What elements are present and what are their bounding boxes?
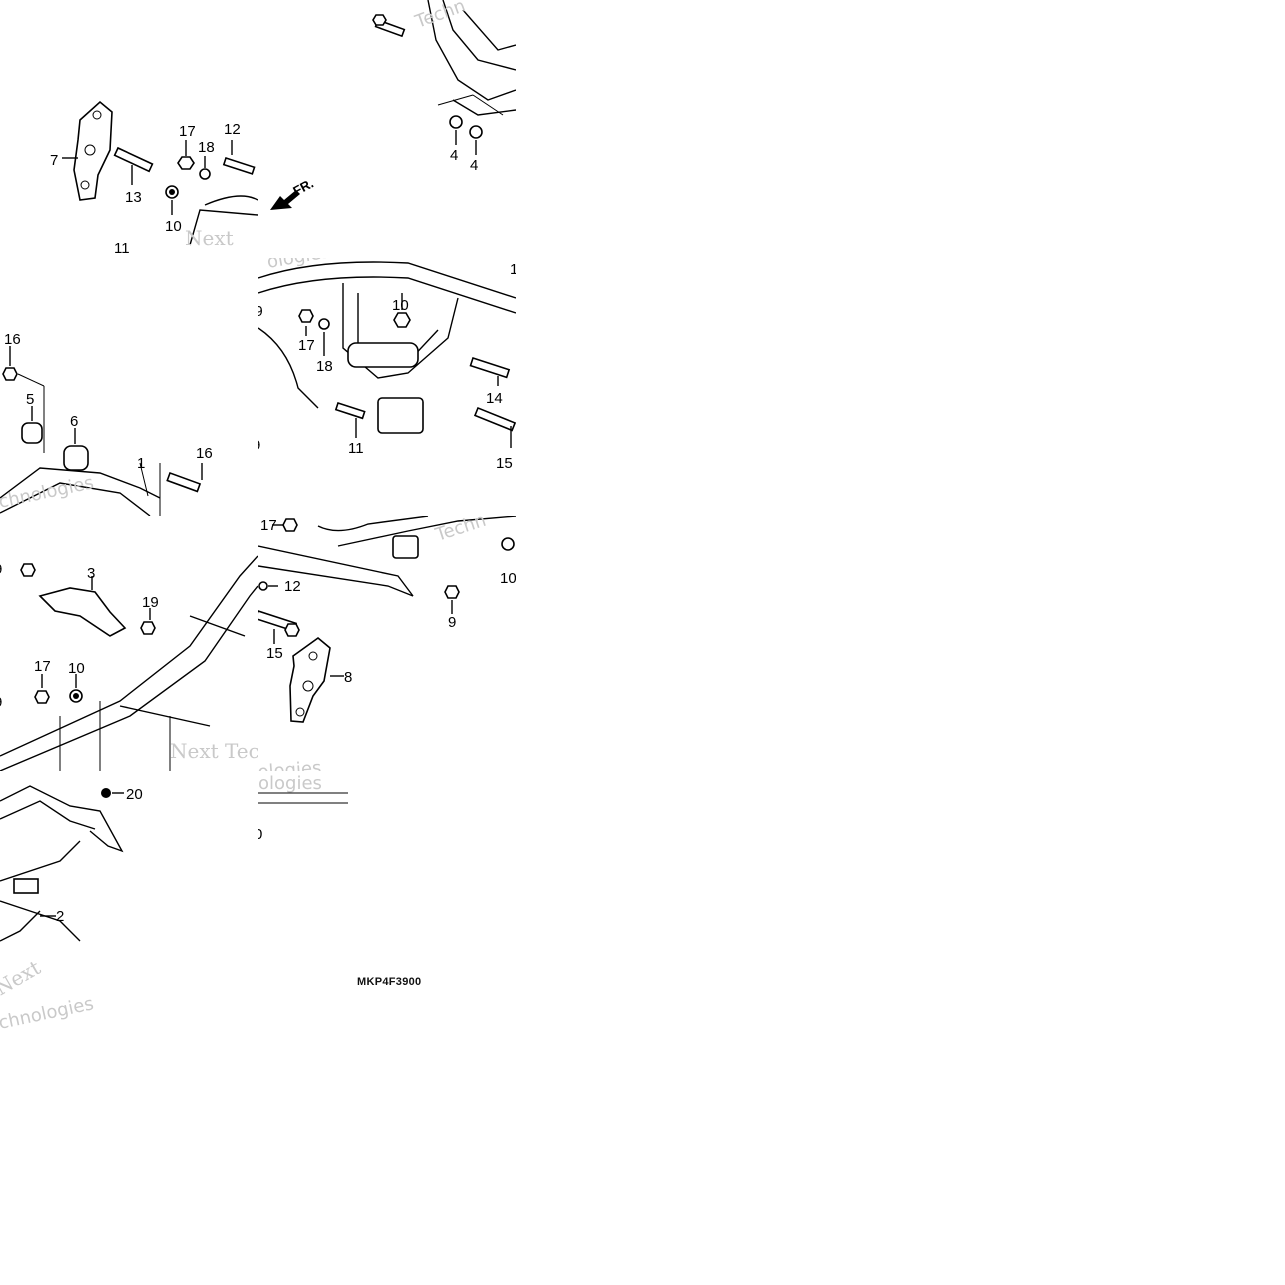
callout-13: 13	[125, 189, 142, 206]
callout-17-right: 17	[260, 517, 277, 534]
collar-4-left	[449, 115, 463, 129]
callout-4a: 4	[450, 147, 458, 164]
bracket-8-shape	[289, 636, 331, 723]
callout-11-mount: 11	[348, 440, 364, 457]
watermark-text: Next	[185, 226, 234, 250]
callout-3: 3	[87, 565, 95, 582]
svg-text:ologies: ologies	[258, 758, 322, 771]
callout-10: 10	[165, 218, 182, 235]
callout-10-right: 10	[500, 570, 516, 587]
tile-collars-5-6-art: chnologies 16 5 6 16 1	[0, 331, 213, 516]
callout-2: 2	[56, 908, 64, 925]
callout-16a: 16	[4, 331, 21, 348]
collar-6-shape	[63, 445, 89, 471]
figure-code: MKP4F3900	[357, 976, 422, 988]
svg-text:ologies: ologies	[258, 773, 322, 794]
tile-engine-mount-art: ologies 1 10 19 17 18 14 11 9 15	[258, 258, 516, 472]
callout-0-edge: 0	[258, 826, 262, 843]
callout-1-right: 1	[510, 261, 516, 278]
collar-5-shape	[21, 422, 43, 444]
callout-5: 5	[26, 391, 34, 408]
svg-text:chnologies: chnologies	[0, 472, 96, 513]
callout-15-lower: 15	[266, 645, 283, 662]
tile-subframe-2-art: Next chnologies 20 2	[0, 785, 143, 1029]
tile-fragment-art: ologies 0	[258, 773, 348, 843]
callout-12: 12	[224, 121, 241, 138]
svg-text:Techn: Techn	[432, 516, 489, 546]
callout-9-lower: 9	[0, 694, 2, 711]
callout-9-left: 9	[0, 561, 2, 578]
callout-19-lower: 19	[142, 594, 159, 611]
callout-6: 6	[70, 413, 78, 430]
callout-9-right: 9	[448, 614, 456, 631]
direction-indicator: FR.	[268, 176, 328, 218]
tile-collars-4: Techn 4 4	[258, 0, 516, 175]
washer-18-shape	[199, 168, 211, 180]
callout-1: 1	[137, 455, 145, 472]
tile-collars-4-art: Techn 4 4	[372, 0, 516, 174]
tile-collars-5-6: chnologies 16 5 6 16 1	[0, 258, 258, 516]
callout-9-edge: 9	[258, 437, 260, 454]
callout-10-lower: 10	[68, 660, 85, 677]
svg-text:Techn: Techn	[412, 0, 469, 33]
callout-7: 7	[50, 152, 58, 169]
front-arrow-icon	[270, 190, 300, 210]
tile-bracket-8-art: Techn ologies 17 10 12 9 15 8	[258, 516, 516, 771]
tile-engine-mount: ologies 1 10 19 17 18 14 11 9 15	[258, 258, 516, 516]
svg-text:Next: Next	[0, 955, 45, 1000]
nut-10-shape	[393, 312, 411, 328]
bolt-12-shape	[222, 156, 256, 175]
bracket-3-shape	[38, 587, 127, 637]
grommet-20-shape	[101, 788, 111, 798]
callout-8: 8	[344, 669, 352, 686]
callout-20: 20	[126, 786, 143, 803]
callout-19: 19	[258, 303, 263, 320]
callout-11: 11	[114, 240, 130, 257]
tile-bracket-7-art: Next 17 12 18 7 13 10 11	[50, 100, 258, 257]
callout-18-mount: 18	[316, 358, 333, 375]
callout-17-lower: 17	[34, 658, 51, 675]
callout-17: 17	[179, 123, 196, 140]
tile-fragment: ologies 0	[258, 771, 358, 846]
bracket-7-shape	[73, 100, 113, 201]
svg-text:Next Tec: Next Tec	[170, 739, 258, 763]
callout-4b: 4	[470, 157, 478, 174]
tile-bracket-8: Techn ologies 17 10 12 9 15 8	[258, 516, 516, 771]
callout-17-mount: 17	[298, 337, 315, 354]
callout-15: 15	[496, 455, 513, 472]
callout-10-mount: 10	[392, 297, 409, 314]
callout-18: 18	[198, 139, 215, 156]
callout-14: 14	[486, 390, 503, 407]
bolt-13-shape	[113, 146, 154, 173]
tile-subframe-2: Next chnologies 20 2	[0, 771, 258, 1029]
collar-4-right	[469, 125, 483, 139]
svg-text:ologies: ologies	[265, 258, 332, 273]
nut-17-shape	[177, 156, 195, 170]
callout-16b: 16	[196, 445, 213, 462]
tile-bracket-7: Next 17 12 18 7 13 10 11	[0, 0, 258, 258]
callout-12-lower: 12	[284, 578, 301, 595]
svg-text:chnologies: chnologies	[0, 993, 96, 1029]
tile-bracket-3: Next Tec 9 3 19 17 10 9	[0, 516, 258, 771]
tile-bracket-3-art: Next Tec 9 3 19 17 10 9	[0, 555, 258, 771]
